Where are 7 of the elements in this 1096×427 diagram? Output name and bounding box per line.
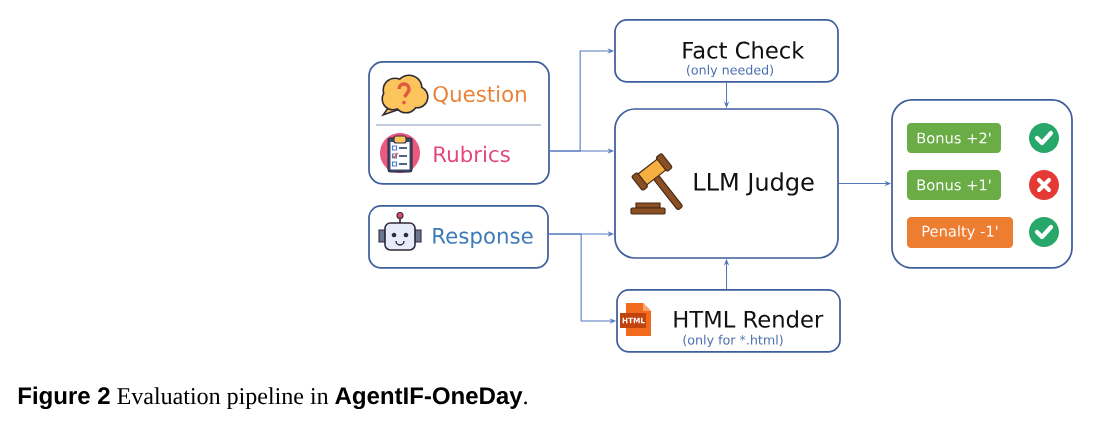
figure-caption: Figure 2 Evaluation pipeline in AgentIF-OneDay. (18, 386, 527, 410)
input-box: Response (368, 205, 549, 269)
process-box: Fact Check (only needed) (614, 19, 839, 83)
score-badge: Penalty -1' (907, 217, 1013, 248)
score-badge: Bonus +1' (907, 170, 1001, 200)
process-box: LLM Judge (614, 108, 839, 259)
score-badge: Bonus +2' (907, 123, 1001, 153)
